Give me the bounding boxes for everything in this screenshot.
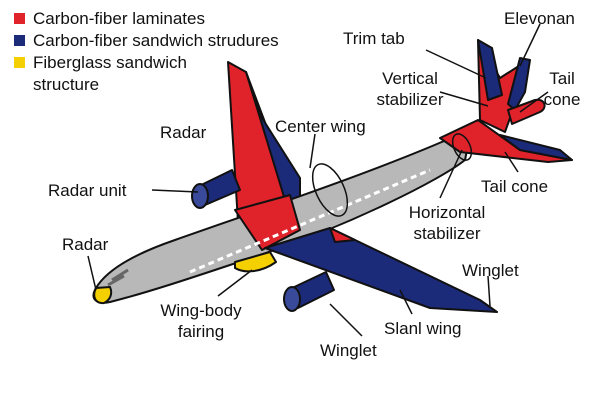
legend-label: Fiberglass sandwich structure	[33, 53, 188, 94]
label-winglet-right: Winglet	[462, 261, 519, 280]
legend-swatch-red	[14, 13, 25, 24]
legend-swatch-blue	[14, 35, 25, 46]
lower-engine-intake	[283, 286, 301, 312]
legend-item-sandwich: Carbon-fiber sandwich strudures	[14, 30, 279, 52]
label-radar-upper: Radar	[160, 123, 207, 142]
line-radar-unit	[151, 189, 199, 193]
upper-engine-intake	[191, 183, 209, 209]
label-horizontal-stabilizer: Horizontal stabilizer	[408, 203, 486, 243]
lower-wing-red	[329, 227, 356, 243]
nose-radar	[93, 286, 113, 305]
center-wing-section	[311, 163, 349, 217]
tail-section-ring	[451, 133, 473, 161]
line-winglet-right	[487, 275, 491, 307]
line-radar-nose	[87, 255, 97, 291]
line-slanl-wing	[399, 289, 413, 315]
legend-swatch-yellow	[14, 57, 25, 68]
label-winglet-bottom: Winglet	[320, 341, 377, 360]
label-elevonan: Elevonan	[504, 9, 575, 28]
legend-item-fiberglass: Fiberglass sandwich structure	[14, 52, 279, 96]
legend-label: Carbon-fiber sandwich strudures	[33, 31, 279, 50]
label-vertical-stabilizer: Vertical stabilizer	[376, 69, 444, 109]
line-winglet-bottom	[329, 303, 363, 337]
cockpit-windows	[107, 268, 129, 287]
lower-wing	[264, 227, 498, 313]
horizontal-stabilizer-edge	[499, 134, 573, 161]
line-vertical-stabilizer	[439, 91, 489, 107]
label-radar-unit: Radar unit	[48, 181, 127, 200]
line-horizontal-stabilizer	[439, 149, 463, 199]
label-tail-cone-top: Tail cone	[543, 69, 581, 109]
line-trim-tab	[425, 49, 487, 79]
legend: Carbon-fiber laminates Carbon-fiber sand…	[14, 8, 279, 96]
center-wing-band	[234, 194, 301, 251]
elevon-shape	[507, 57, 531, 111]
line-elevonan	[519, 23, 541, 67]
wing-body-fairing	[234, 251, 277, 273]
trim-tab-shape	[477, 39, 503, 101]
legend-item-laminates: Carbon-fiber laminates	[14, 8, 279, 30]
line-tail-cone-top	[519, 91, 549, 113]
label-radar-nose: Radar	[62, 235, 109, 254]
line-center-wing	[309, 133, 316, 169]
label-trim-tab: Trim tab	[343, 29, 405, 48]
label-wing-body-fairing: Wing-body fairing	[160, 301, 242, 341]
line-wing-body-fairing	[217, 269, 253, 297]
legend-label: Carbon-fiber laminates	[33, 9, 205, 28]
cabin-window-line	[189, 168, 431, 274]
line-tail-cone-bottom	[504, 151, 519, 173]
label-slanl-wing: Slanl wing	[384, 319, 462, 338]
label-tail-cone-bottom: Tail cone	[481, 177, 549, 196]
label-center-wing: Center wing	[275, 117, 366, 136]
